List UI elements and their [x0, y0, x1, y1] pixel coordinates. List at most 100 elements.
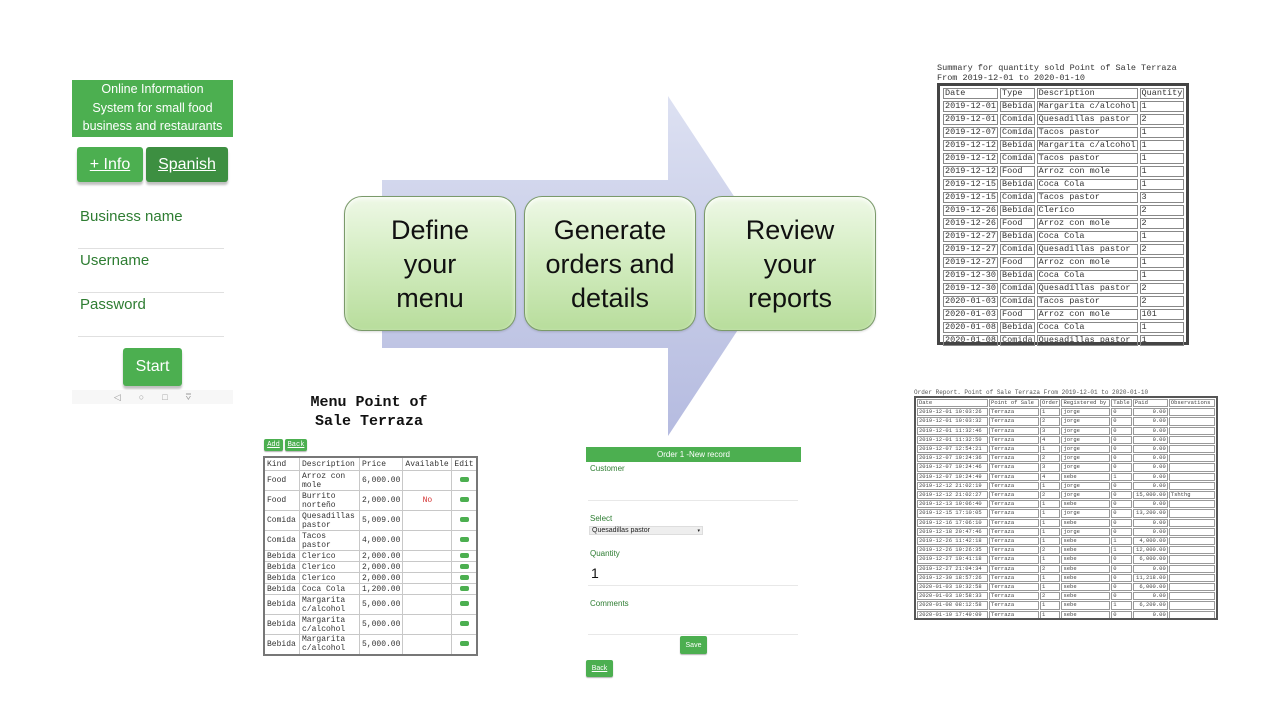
- edit-icon[interactable]: [459, 552, 469, 558]
- quantity-input[interactable]: 1: [591, 565, 599, 581]
- table-cell: Food: [1000, 218, 1035, 229]
- summary-title-line: From 2019-12-01 to 2020-01-10: [937, 73, 1085, 83]
- step-line: details: [570, 282, 650, 313]
- table-cell: 2: [1139, 244, 1185, 255]
- nav-recent-icon[interactable]: □: [162, 392, 168, 402]
- table-cell: 1: [1039, 555, 1061, 564]
- order-form-header: Order 1 -New record: [586, 447, 801, 462]
- start-button[interactable]: Start: [123, 348, 182, 386]
- field-divider: [588, 585, 798, 586]
- price-cell: 2,000.00: [358, 550, 404, 562]
- table-cell: Tshthg: [1168, 491, 1215, 500]
- edit-icon[interactable]: [459, 497, 469, 502]
- edit-icon[interactable]: [459, 640, 469, 646]
- table-cell: 2019-12-01: [943, 114, 999, 125]
- table-cell: 1: [1111, 546, 1132, 555]
- table-cell: Comida: [1000, 192, 1035, 203]
- table-cell: Terraza: [989, 445, 1039, 454]
- table-cell: Terraza: [989, 481, 1039, 491]
- column-header: Paid: [1132, 399, 1168, 408]
- price-cell: 6,000.00: [358, 470, 404, 491]
- summary-title-line: Summary for quantity sold Point of Sale …: [937, 63, 1177, 73]
- menu-add-button[interactable]: Add: [264, 439, 283, 451]
- available-cell: [402, 530, 453, 551]
- nav-home-icon[interactable]: ○: [138, 392, 145, 402]
- table-cell: 0.00: [1132, 454, 1168, 463]
- table-cell: 2020-01-08: [943, 322, 999, 333]
- description-line: Clerico: [302, 573, 336, 583]
- price-cell: 5,009.00: [358, 510, 404, 531]
- column-header: Description: [299, 456, 360, 471]
- table-cell: Terraza: [989, 472, 1039, 481]
- edit-icon[interactable]: [459, 574, 469, 580]
- edit-icon[interactable]: [459, 601, 469, 606]
- table-cell: 2019-12-30: [943, 283, 999, 294]
- step-line: your: [763, 248, 817, 279]
- table-cell: 0: [1111, 491, 1132, 500]
- edit-icon[interactable]: [459, 563, 469, 569]
- edit-icon[interactable]: [459, 621, 469, 626]
- table-cell: 2019-12-07 19:24:49: [917, 472, 989, 481]
- edit-icon[interactable]: [459, 537, 469, 542]
- order-back-button[interactable]: Back: [586, 660, 613, 677]
- table-cell: 1: [1139, 335, 1185, 346]
- table-cell: Bebida: [1000, 101, 1035, 112]
- table-cell: 0: [1111, 500, 1132, 509]
- table-cell: 1: [1111, 537, 1132, 546]
- order-save-button[interactable]: Save: [680, 636, 707, 654]
- column-header: Available: [402, 456, 453, 471]
- edit-icon[interactable]: [459, 517, 469, 522]
- table-cell: 2019-12-07 12:54:21: [917, 445, 989, 454]
- menu-back-button[interactable]: Back: [285, 439, 307, 451]
- table-cell: [1168, 592, 1215, 601]
- select-arrow-icon: ▾: [697, 527, 700, 534]
- table-cell: Quesadillas pastor: [1036, 335, 1138, 346]
- table-cell: Terraza: [989, 527, 1039, 537]
- table-cell: 2019-12-27: [943, 244, 999, 255]
- column-header: Order: [1039, 399, 1061, 408]
- nav-menu-icon[interactable]: ⩢: [185, 391, 192, 402]
- table-cell: Coca Cola: [1036, 270, 1138, 281]
- info-button[interactable]: + Info: [77, 147, 143, 182]
- comments-field[interactable]: Comments: [590, 599, 629, 608]
- product-select[interactable]: Quesadillas pastor ▾: [589, 526, 703, 535]
- language-button[interactable]: Spanish: [146, 147, 228, 182]
- table-cell: jorge: [1061, 408, 1111, 417]
- table-cell: 0: [1111, 481, 1132, 491]
- table-cell: 0: [1111, 610, 1132, 618]
- table-cell: 0: [1111, 435, 1132, 445]
- edit-icon[interactable]: [459, 585, 469, 591]
- table-cell: 0.00: [1132, 463, 1168, 472]
- column-header: Date: [917, 399, 989, 408]
- table-cell: 2019-12-07 19:24:36: [917, 454, 989, 463]
- business-name-field[interactable]: Business name: [80, 208, 183, 225]
- table-cell: [1168, 500, 1215, 509]
- table-cell: 0: [1111, 518, 1132, 527]
- table-cell: Food: [1000, 166, 1035, 177]
- table-cell: Terraza: [989, 426, 1039, 435]
- table-cell: [1168, 564, 1215, 573]
- description-cell: Clerico: [299, 561, 360, 573]
- table-cell: 1: [1139, 322, 1185, 333]
- price-cell: 5,000.00: [358, 614, 404, 635]
- table-cell: [1168, 408, 1215, 417]
- table-cell: 11,218.00: [1132, 573, 1168, 583]
- nav-back-icon[interactable]: ◁: [113, 391, 121, 402]
- edit-icon[interactable]: [459, 477, 469, 482]
- table-cell: Terraza: [989, 463, 1039, 472]
- customer-field[interactable]: Customer: [590, 464, 625, 473]
- table-cell: Terraza: [989, 573, 1039, 583]
- password-field[interactable]: Password: [80, 296, 146, 313]
- table-cell: Bebida: [1000, 140, 1035, 151]
- table-cell: jorge: [1061, 435, 1111, 445]
- table-cell: sebe: [1061, 546, 1111, 555]
- username-field[interactable]: Username: [80, 252, 150, 269]
